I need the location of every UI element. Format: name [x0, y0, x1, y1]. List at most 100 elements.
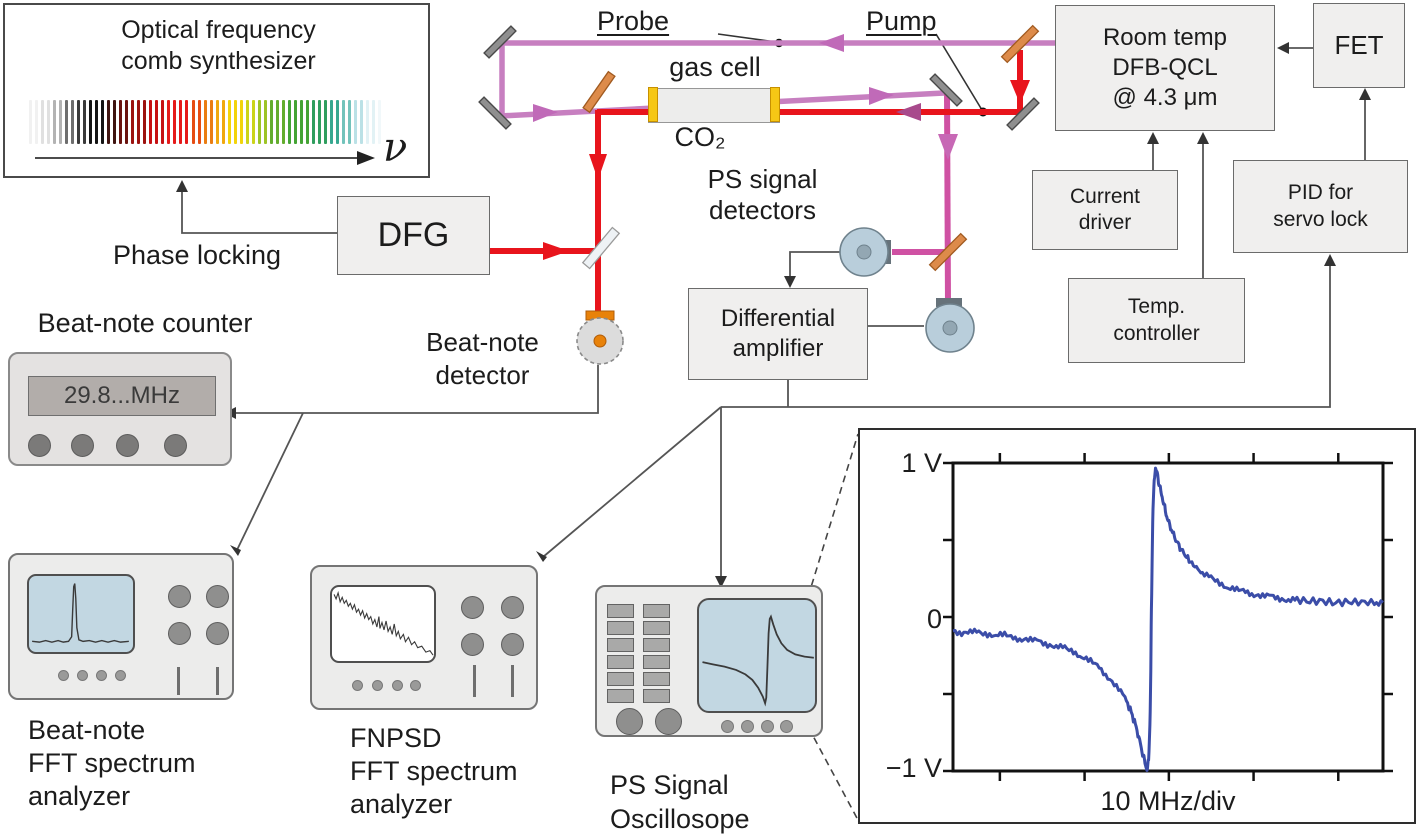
indicator-dot-icon	[115, 670, 126, 681]
comb-line-icon	[257, 100, 261, 144]
ps-detectors-line2: detectors	[709, 195, 816, 225]
counter-button-icon	[116, 434, 139, 457]
comb-line-icon	[143, 100, 147, 144]
beat-note-spectrum-trace	[29, 576, 133, 652]
counter-display: 29.8...MHz	[28, 376, 216, 416]
beamsplitter-icon	[928, 232, 968, 272]
scope-button-icon	[607, 689, 634, 703]
comb-line-icon	[53, 100, 57, 144]
beat-note-detector-line1: Beat-note	[426, 327, 539, 357]
scope-button-icon	[607, 604, 634, 618]
indicator-dot-icon	[352, 680, 363, 691]
beat-note-fft-label-line3: analyzer	[28, 781, 131, 811]
comb-line-icon	[35, 100, 38, 144]
comb-line-icon	[378, 100, 381, 144]
beamsplitter-icon	[582, 70, 616, 114]
comb-line-icon	[197, 100, 201, 144]
comb-line-icon	[131, 100, 135, 144]
comb-line-icon	[366, 100, 369, 144]
indicator-dot-icon	[780, 720, 793, 733]
comb-line-icon	[155, 100, 159, 144]
knob-icon	[461, 633, 484, 656]
comb-line-icon	[353, 100, 357, 144]
comb-line-icon	[281, 100, 285, 144]
knob-icon	[655, 708, 682, 735]
beat-note-detector-line2: detector	[435, 360, 530, 390]
knob-icon	[501, 596, 524, 619]
comb-line-icon	[251, 100, 255, 144]
wire-pid-to-fet	[1359, 88, 1371, 160]
comb-line-icon	[245, 100, 249, 144]
temp-controller-box: Temp. controller	[1068, 278, 1245, 363]
knob-icon	[168, 585, 191, 608]
indicator-dot-icon	[410, 680, 421, 691]
scope-button-icon	[643, 604, 670, 618]
ps-signal-plot	[943, 453, 1393, 781]
knob-icon	[461, 596, 484, 619]
indicator-dot-icon	[58, 670, 69, 681]
probe-label: Probe	[597, 6, 670, 36]
comb-line-icon	[173, 100, 177, 144]
qcl-label-line1: Room temp	[1102, 24, 1228, 51]
ps-detector-1-icon	[839, 227, 891, 277]
diff-amp-line1: Differential	[720, 305, 836, 332]
plot-ytick-neg1v: −1 V	[885, 753, 942, 783]
comb-line-icon	[113, 100, 117, 144]
fet-box: FET	[1313, 3, 1405, 88]
comb-line-icon	[29, 100, 32, 144]
comb-line-icon	[221, 100, 225, 144]
comb-line-icon	[179, 100, 183, 144]
current-driver-line2: driver	[1078, 211, 1132, 234]
pid-line2: servo lock	[1273, 207, 1368, 231]
mirror-icon	[478, 96, 512, 130]
counter-reading: 29.8...MHz	[63, 382, 181, 409]
comb-line-icon	[341, 100, 345, 144]
scope-trace	[699, 600, 815, 711]
comb-line-icon	[335, 100, 339, 144]
frequency-axis-label: ν	[383, 125, 408, 171]
counter-button-icon	[164, 434, 187, 457]
comb-line-icon	[101, 100, 105, 144]
comb-line-icon	[347, 100, 351, 144]
slot-icon	[177, 667, 180, 695]
plot-frame	[951, 461, 1385, 773]
mirror-icon	[483, 25, 517, 59]
qcl-label-line3: @ 4.3 μm	[1112, 84, 1218, 111]
scope-screen	[697, 598, 817, 713]
comb-line-icon	[275, 100, 279, 144]
comb-line-icon	[359, 100, 363, 144]
mirror-icons	[478, 25, 1040, 131]
ps-detectors-line1: PS signal	[707, 164, 818, 194]
phase-locking-label: Phase locking	[112, 240, 282, 270]
ps-signal-oscilloscope	[595, 585, 823, 737]
beat-note-fft-analyzer	[8, 553, 234, 700]
beat-note-counter-label: Beat-note counter	[37, 308, 253, 338]
diff-amp-line2: amplifier	[732, 335, 824, 362]
ps-signal-curve	[952, 466, 1384, 772]
wire-current-driver-to-qcl	[1147, 132, 1159, 170]
comb-line-icon	[95, 100, 99, 144]
knob-icon	[168, 622, 191, 645]
comb-line-icon	[317, 100, 321, 144]
dfg-box: DFG	[337, 196, 490, 275]
slot-icon	[511, 665, 514, 697]
probe-signal-beam	[892, 91, 958, 307]
optical-frequency-comb-box: Optical frequency comb synthesizer ν	[3, 3, 430, 178]
plot-xlabel: 10 MHz/div	[1100, 786, 1236, 816]
comb-line-icon	[263, 100, 267, 144]
comb-line-icon	[71, 100, 75, 144]
gas-cell-window-icon	[770, 87, 780, 122]
beamsplitter-icon	[1000, 24, 1040, 64]
comb-line-icon	[269, 100, 273, 144]
comb-line-icon	[119, 100, 123, 144]
wire-ps-detectors-to-diffamp	[784, 251, 924, 327]
fnpsd-label-line3: analyzer	[350, 789, 453, 819]
ps-detector-2-icon	[925, 298, 975, 353]
oscilloscope-label-line1: PS Signal	[610, 770, 729, 800]
beat-note-fft-screen	[27, 574, 135, 654]
plot-ytick-1v: 1 V	[901, 448, 942, 478]
fnpsd-fft-analyzer	[310, 565, 538, 710]
qcl-box: Room temp DFB-QCL @ 4.3 μm	[1055, 5, 1275, 131]
comb-line-icon	[41, 100, 44, 144]
